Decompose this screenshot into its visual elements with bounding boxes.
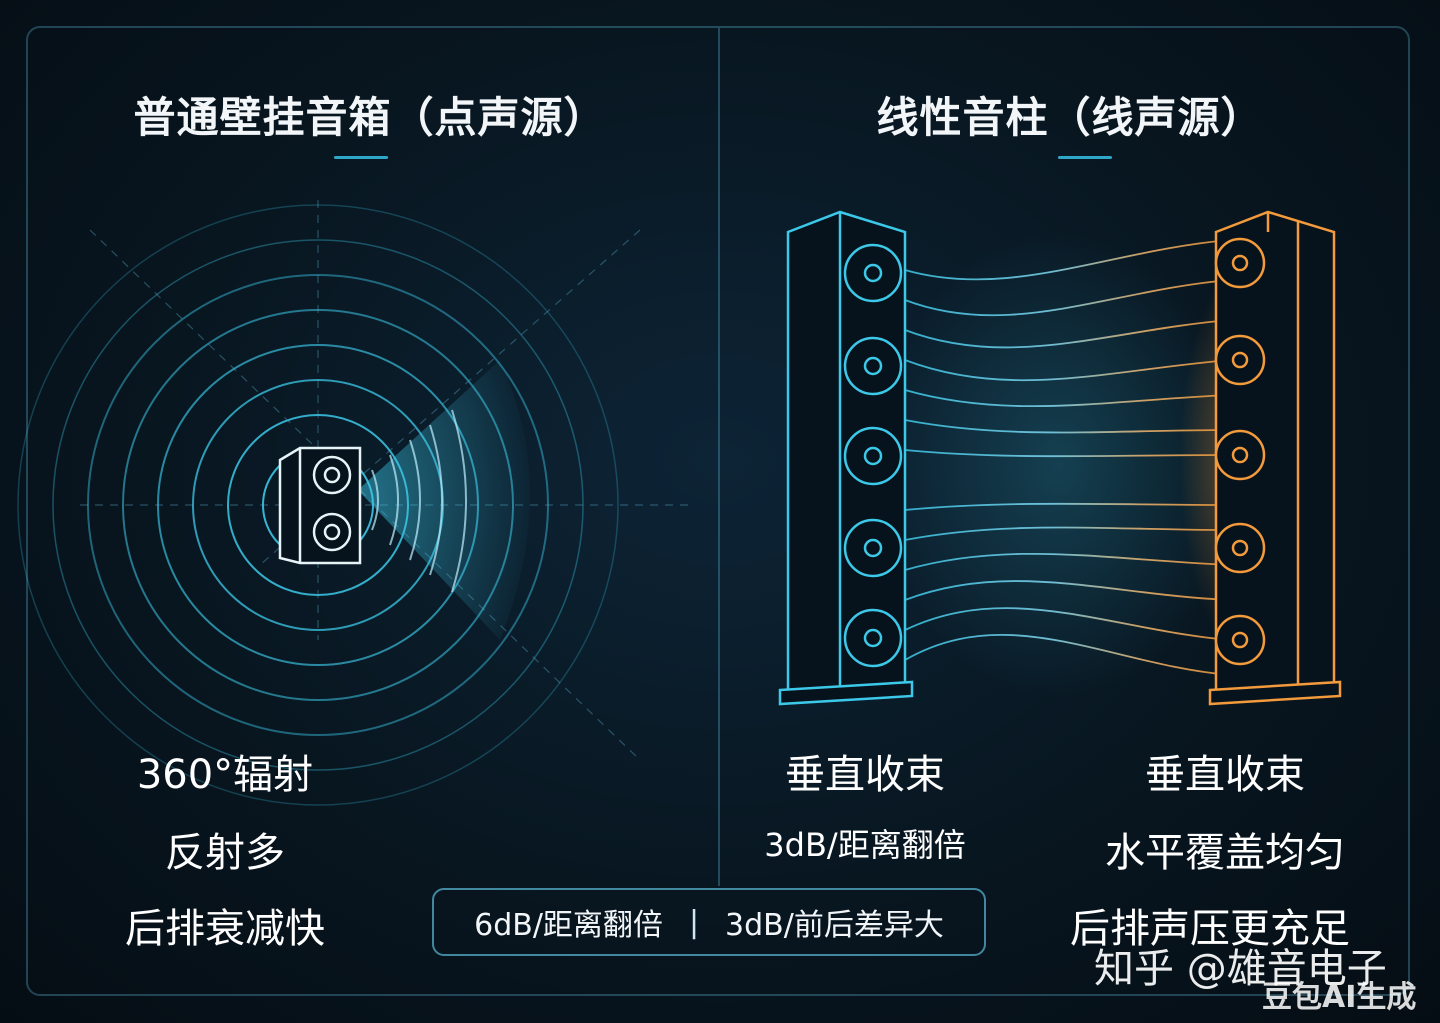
comparison-box: 6dB/距离翻倍 | 3dB/前后差异大: [432, 888, 986, 956]
column-speaker-left: [778, 210, 914, 706]
panel-divider: [718, 28, 720, 886]
right-title-underline: [1058, 156, 1112, 159]
ai-badge: 豆包AI生成: [1262, 980, 1417, 1015]
right-panel-title: 线性音柱（线声源）: [876, 93, 1264, 142]
watermark: 知乎 @雄音电子: [1094, 946, 1387, 992]
comparison-left: 6dB/距离翻倍: [474, 908, 663, 943]
left-feature-2: 反射多: [165, 830, 285, 876]
comparison-separator: |: [688, 904, 700, 940]
right-col2-feature-1: 垂直收束: [1145, 752, 1305, 798]
sound-cone: [358, 360, 530, 640]
right-col2-feature-2: 水平覆盖均匀: [1105, 830, 1345, 876]
right-col1-feature-1: 垂直收束: [785, 752, 945, 798]
cone-wavefronts: [371, 409, 467, 593]
left-feature-3: 后排衰减快: [125, 906, 325, 952]
outer-frame: [26, 26, 1410, 996]
left-title-underline: [334, 156, 388, 159]
left-feature-1: 360°辐射: [136, 752, 314, 798]
wall-speaker-icon: [278, 446, 362, 565]
right-col1-feature-2: 3dB/距离翻倍: [764, 826, 966, 864]
column-speaker-right: [1208, 210, 1342, 706]
comparison-right: 3dB/前后差异大: [725, 908, 944, 943]
left-panel-title: 普通壁挂音箱（点声源）: [133, 93, 607, 142]
right-col2-feature-3: 后排声压更充足: [1070, 906, 1350, 952]
